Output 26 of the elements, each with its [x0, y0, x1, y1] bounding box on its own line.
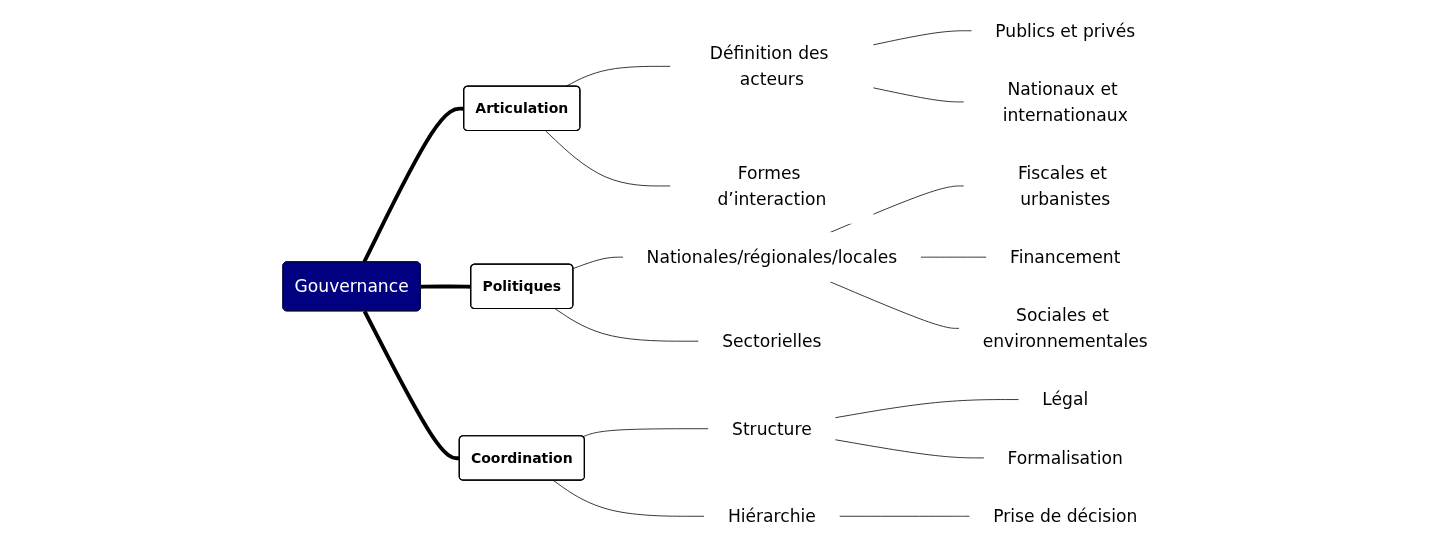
connector: [552, 480, 705, 517]
connector: [872, 87, 965, 103]
node-text: Nationaux et internationaux: [1002, 79, 1128, 125]
node-text: Sectorielles: [722, 331, 822, 351]
connector: [572, 256, 624, 269]
node-text: Structure: [732, 419, 812, 439]
node-text: Publics et privés: [995, 21, 1136, 41]
node-text: Définition des acteurs: [709, 43, 829, 89]
node-text: Prise de décision: [993, 506, 1138, 526]
connector: [582, 428, 710, 438]
node-text: Formes d’interaction: [717, 163, 827, 209]
connector: [554, 308, 700, 342]
node-text: Financement: [1010, 247, 1121, 267]
connector: [834, 399, 1020, 419]
node-text: Sociales et environnementales: [982, 305, 1148, 351]
node-text: Formalisation: [1007, 448, 1123, 468]
connector: [545, 130, 672, 187]
node-text: Légal: [1042, 389, 1089, 410]
node-text: Fiscales et urbanistes: [1017, 163, 1111, 209]
connector: [872, 30, 973, 46]
connector: [834, 439, 985, 459]
node-text: Hiérarchie: [727, 506, 816, 526]
connector: [565, 65, 672, 87]
connector: [829, 281, 960, 329]
connector: [362, 310, 460, 461]
node-text: Nationales/régionales/locales: [646, 247, 898, 267]
